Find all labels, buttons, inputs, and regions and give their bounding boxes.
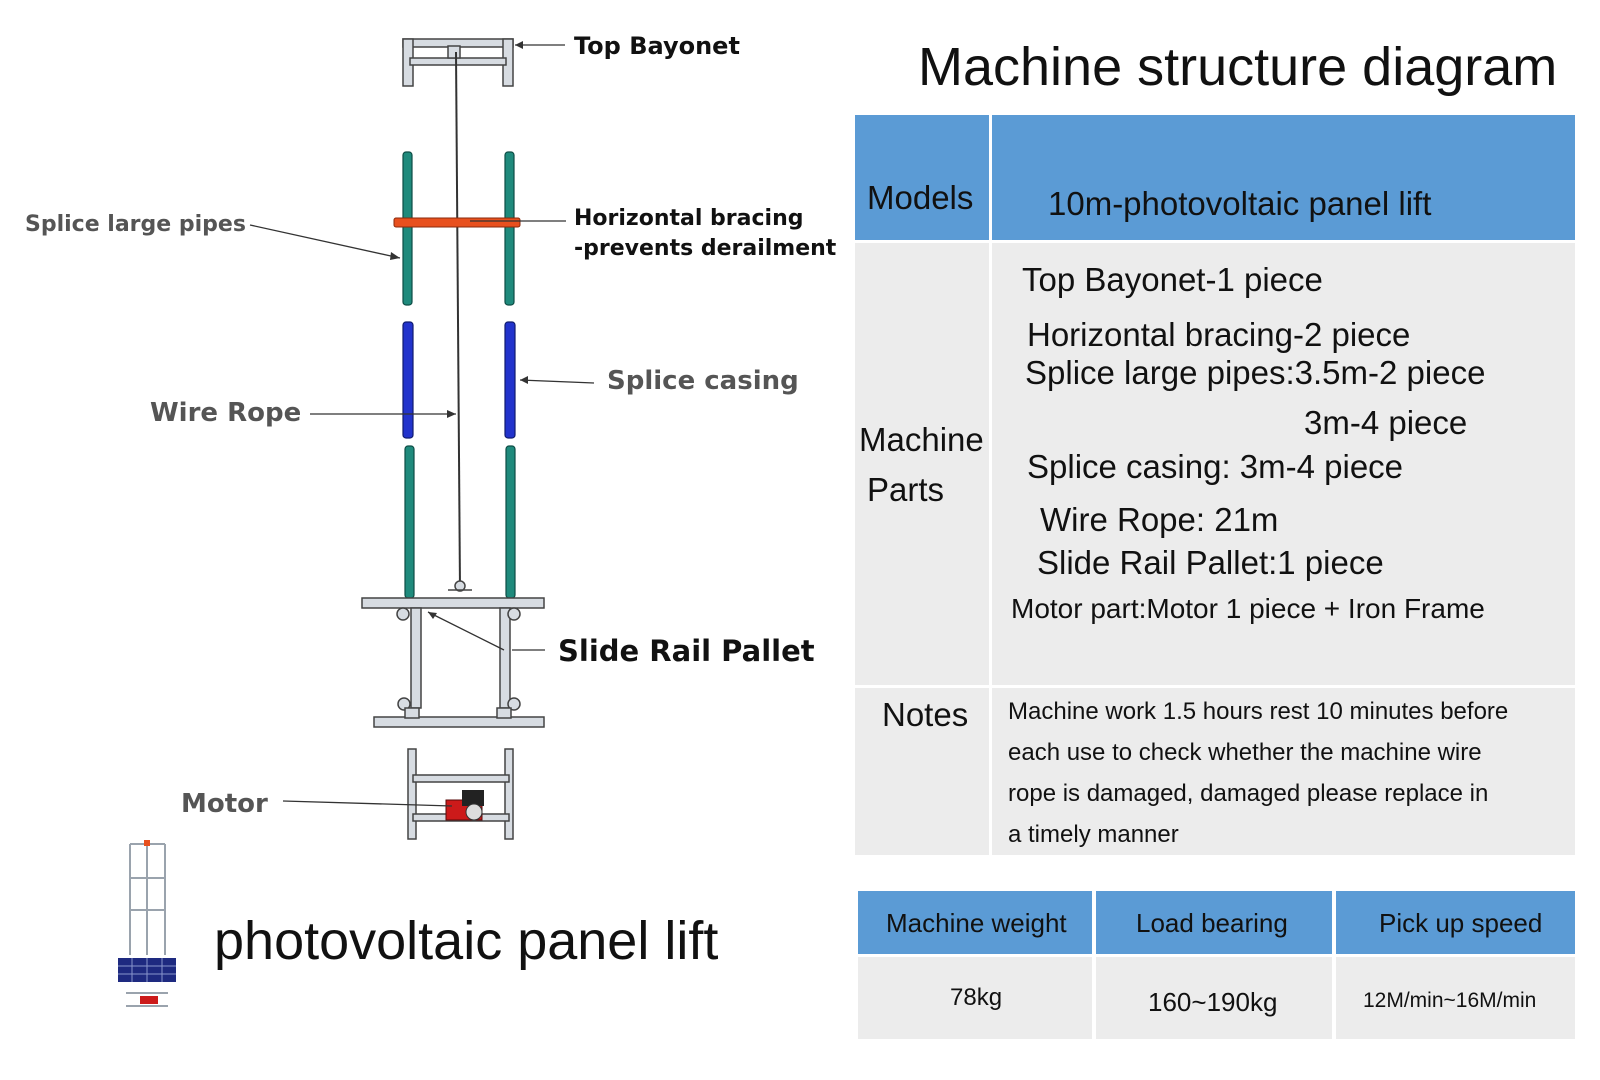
horizontal-bracing-part <box>393 217 521 228</box>
parts-label-line2: Parts <box>867 471 945 508</box>
hook-part <box>448 580 472 592</box>
splice-casing-part <box>402 321 516 439</box>
parts-label-cell: Machine Parts <box>855 243 989 685</box>
slide-rail-pallet-part <box>361 597 545 728</box>
top-bayonet-part <box>402 38 514 87</box>
spec-header-speed: Pick up speed <box>1379 908 1543 938</box>
notes-text-cell: Machine work 1.5 hours rest 10 minutes b… <box>992 688 1575 855</box>
spec-header-cell: Load bearing <box>1096 891 1332 954</box>
spec-value-cell: 78kg <box>858 957 1092 1039</box>
leader-lines <box>249 44 595 807</box>
spec-value-weight: 78kg <box>950 984 1003 1011</box>
parts-item: Wire Rope: 21m <box>1040 501 1279 538</box>
motor-label: Motor <box>181 789 268 819</box>
parts-item: Splice large pipes:3.5m-2 piece <box>1025 354 1486 391</box>
spec-value-speed: 12M/min~16M/min <box>1363 989 1537 1012</box>
parts-label-line1: Machine <box>859 421 984 458</box>
top-bayonet-label: Top Bayonet <box>574 32 740 60</box>
parts-list-cell: Top Bayonet-1 piece Horizontal bracing-2… <box>992 243 1575 685</box>
parts-item: Slide Rail Pallet:1 piece <box>1037 544 1384 581</box>
spec-header-weight: Machine weight <box>886 908 1067 938</box>
parts-item: 3m-4 piece <box>1304 404 1468 441</box>
product-caption: photovoltaic panel lift <box>214 911 719 971</box>
machine-structure-drawing <box>118 38 595 1007</box>
notes-line: each use to check whether the machine wi… <box>1008 739 1482 766</box>
slide-rail-pallet-label: Slide Rail Pallet <box>558 634 815 668</box>
horizontal-bracing-label-line1: Horizontal bracing <box>574 206 804 231</box>
spec-header-cell: Machine weight <box>858 891 1092 954</box>
horizontal-bracing-label-line2: -prevents derailment <box>574 236 837 261</box>
spec-header-cell: Pick up speed <box>1336 891 1575 954</box>
notes-line: a timely manner <box>1008 821 1179 848</box>
spec-value-cell: 12M/min~16M/min <box>1336 957 1575 1039</box>
product-thumbnail <box>118 840 176 1007</box>
parts-item: Splice casing: 3m-4 piece <box>1027 448 1404 485</box>
motor-frame-part <box>407 748 514 840</box>
wire-rope-label: Wire Rope <box>150 398 302 428</box>
spec-value-cell: 160~190kg <box>1096 957 1332 1039</box>
notes-label: Notes <box>882 696 969 733</box>
models-value-cell: 10m-photovoltaic panel lift <box>992 115 1575 240</box>
notes-line: rope is damaged, damaged please replace … <box>1008 780 1489 807</box>
leader-arrowheads <box>390 41 528 619</box>
parts-item: Horizontal bracing-2 piece <box>1027 316 1411 353</box>
splice-casing-label: Splice casing <box>607 366 799 396</box>
notes-label-cell: Notes <box>855 688 989 855</box>
splice-large-pipes-part <box>402 151 516 599</box>
wire-rope-line <box>455 51 461 591</box>
models-value: 10m-photovoltaic panel lift <box>1048 185 1432 222</box>
splice-large-pipes-label: Splice large pipes <box>25 212 246 237</box>
motor-part <box>445 790 484 821</box>
spec-value-load: 160~190kg <box>1148 987 1278 1017</box>
spec-header-load: Load bearing <box>1136 908 1288 938</box>
page-title: Machine structure diagram <box>918 37 1558 97</box>
parts-item: Top Bayonet-1 piece <box>1022 261 1323 298</box>
notes-line: Machine work 1.5 hours rest 10 minutes b… <box>1008 698 1509 725</box>
models-label: Models <box>867 179 974 216</box>
parts-item: Motor part:Motor 1 piece + Iron Frame <box>1011 593 1485 624</box>
models-label-cell: Models <box>855 115 989 240</box>
